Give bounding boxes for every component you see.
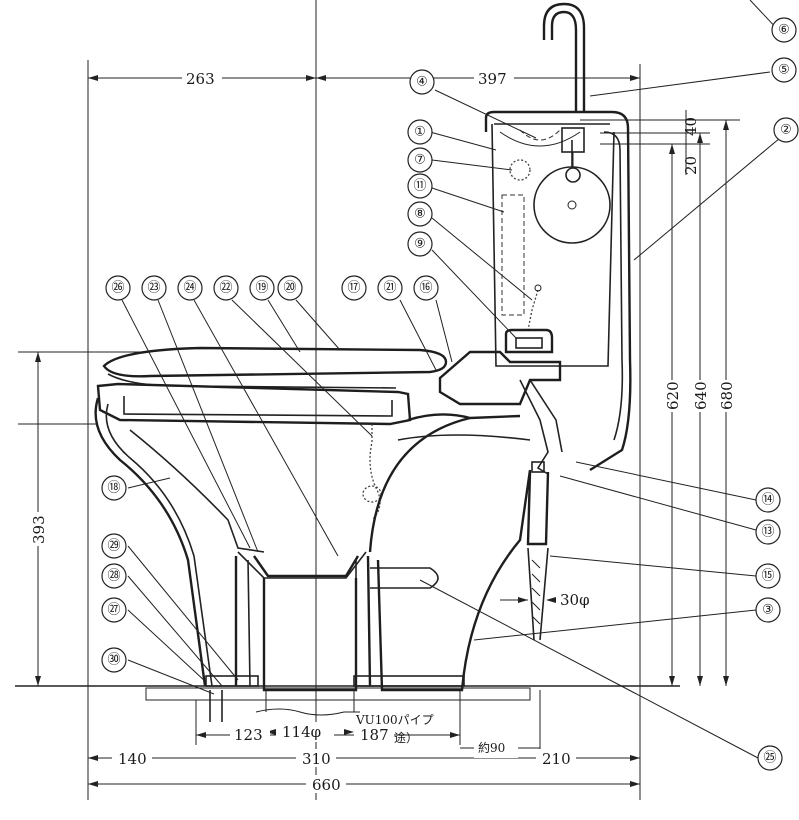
svg-text:⑤: ⑤ xyxy=(778,63,790,78)
svg-text:㉑: ㉑ xyxy=(383,281,396,296)
svg-text:⑳: ⑳ xyxy=(283,281,296,296)
dim-680: 680 xyxy=(718,381,736,410)
svg-text:㉘: ㉘ xyxy=(107,569,120,584)
callout-1: ① xyxy=(407,119,433,145)
callout-27: ㉗ xyxy=(101,597,127,623)
callout-18: ⑱ xyxy=(101,475,127,501)
dim-640: 640 xyxy=(692,381,710,410)
dim-310: 310 xyxy=(302,750,331,768)
dim-263: 263 xyxy=(186,70,215,88)
svg-text:⑮: ⑮ xyxy=(761,569,774,584)
callout-23: ㉓ xyxy=(141,275,167,301)
dim-30-diameter: 30φ xyxy=(560,591,590,609)
callout-25: ㉕ xyxy=(757,745,783,771)
callout-29: ㉙ xyxy=(101,533,127,559)
dim-660: 660 xyxy=(312,776,341,794)
svg-text:③: ③ xyxy=(762,603,774,618)
svg-text:②: ② xyxy=(780,123,792,138)
callout-22: ㉒ xyxy=(213,275,239,301)
callout-6: ⑥ xyxy=(771,17,797,43)
svg-text:㉗: ㉗ xyxy=(107,603,120,618)
svg-text:④: ④ xyxy=(416,75,428,90)
callout-28: ㉘ xyxy=(101,563,127,589)
callout-2: ② xyxy=(773,117,799,143)
svg-text:⑧: ⑧ xyxy=(414,207,426,222)
callout-24: ㉔ xyxy=(177,275,203,301)
callout-30: ㉚ xyxy=(101,647,127,673)
callout-17: ⑰ xyxy=(341,275,367,301)
callout-7: ⑦ xyxy=(407,147,433,173)
callout-14: ⑭ xyxy=(755,487,781,513)
dimension-labels: 263 397 20 40 620 640 680 393 114φ VU100… xyxy=(28,68,736,794)
svg-text:㉖: ㉖ xyxy=(111,281,124,296)
callout-5: ⑤ xyxy=(771,57,797,83)
svg-text:⑨: ⑨ xyxy=(414,237,426,252)
svg-text:⑱: ⑱ xyxy=(107,481,120,496)
dim-397: 397 xyxy=(478,70,507,88)
pipe-note-1: VU100パイプ xyxy=(355,713,434,727)
dim-approx-90: 約90 xyxy=(478,740,505,755)
callout-11: ⑪ xyxy=(407,173,433,199)
dim-210: 210 xyxy=(542,750,571,768)
callout-8: ⑧ xyxy=(407,201,433,227)
dim-123: 123 xyxy=(234,726,263,744)
svg-text:㉔: ㉔ xyxy=(183,281,196,296)
dim-114: 114φ xyxy=(282,723,321,741)
tank xyxy=(484,2,632,472)
svg-text:⑬: ⑬ xyxy=(761,525,774,540)
callout-26: ㉖ xyxy=(105,275,131,301)
svg-text:⑯: ⑯ xyxy=(419,281,432,296)
callout-21: ㉑ xyxy=(377,275,403,301)
dim-393: 393 xyxy=(30,515,48,544)
svg-text:⑦: ⑦ xyxy=(414,153,426,168)
callout-20: ⑳ xyxy=(277,275,303,301)
svg-text:⑰: ⑰ xyxy=(347,281,360,296)
callout-9: ⑨ xyxy=(407,231,433,257)
svg-text:⑪: ⑪ xyxy=(413,179,426,194)
callout-4: ④ xyxy=(409,69,435,95)
svg-text:㉕: ㉕ xyxy=(763,751,776,766)
callout-3: ③ xyxy=(755,597,781,623)
svg-text:①: ① xyxy=(414,125,426,140)
dim-620: 620 xyxy=(664,381,682,410)
callout-16: ⑯ xyxy=(413,275,439,301)
leader-lines xyxy=(121,0,781,759)
callout-13: ⑬ xyxy=(755,519,781,545)
dim-40: 40 xyxy=(682,117,700,136)
svg-text:⑭: ⑭ xyxy=(761,493,774,508)
dim-140: 140 xyxy=(118,750,147,768)
svg-text:㉒: ㉒ xyxy=(219,281,232,296)
dimension-frame xyxy=(15,0,740,800)
dim-187: 187 xyxy=(360,726,389,744)
svg-text:㉚: ㉚ xyxy=(107,653,120,668)
callout-19: ⑲ xyxy=(249,275,275,301)
dim-20: 20 xyxy=(682,156,700,175)
svg-text:㉙: ㉙ xyxy=(107,539,120,554)
svg-text:㉓: ㉓ xyxy=(147,281,160,296)
bowl-body xyxy=(94,346,563,722)
svg-text:⑥: ⑥ xyxy=(778,23,790,38)
svg-text:⑲: ⑲ xyxy=(255,281,268,296)
callout-15: ⑮ xyxy=(755,563,781,589)
